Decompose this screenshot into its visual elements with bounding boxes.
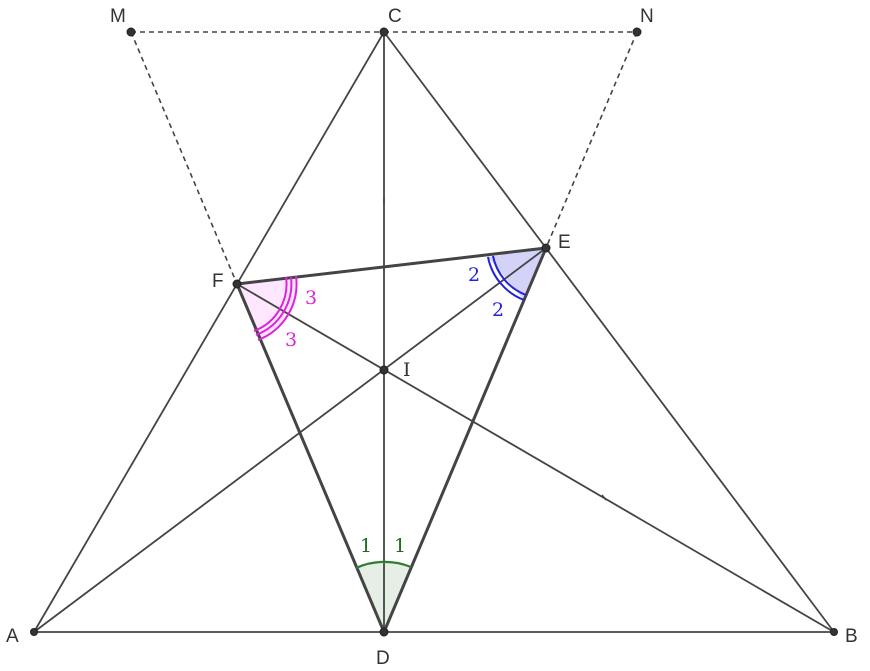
point-E [541, 243, 551, 253]
point-F [232, 279, 242, 289]
segment-FD [235, 283, 386, 633]
main-lines [33, 31, 835, 633]
label-D: D [376, 648, 390, 669]
point-N [632, 27, 642, 37]
label-N: N [640, 6, 654, 27]
segment-AE [33, 247, 547, 633]
label-M: M [110, 6, 126, 27]
dashed-lines [130, 31, 638, 285]
segment-MF [130, 31, 238, 285]
angle-label-F-top: 3 [305, 287, 317, 309]
label-C: C [388, 6, 402, 27]
segment-BF [236, 283, 835, 633]
angle-label-E-bottom: 2 [492, 299, 504, 321]
point-I [379, 365, 389, 375]
label-F: F [212, 271, 224, 292]
triangle-DEF [235, 246, 548, 633]
angle-label-D-right: 1 [394, 535, 406, 557]
label-A: A [6, 626, 19, 647]
angle-label-D-left: 1 [360, 535, 372, 557]
point-M [126, 27, 136, 37]
angle-fill-E [488, 248, 546, 300]
tick-marks [383, 198, 607, 501]
angle-arc-F-mid [255, 276, 293, 336]
angle-arcs-E [487, 255, 527, 301]
point-C [379, 27, 389, 37]
label-E: E [558, 232, 571, 253]
point-D [379, 627, 389, 637]
points [30, 27, 838, 637]
segment-NE [545, 31, 638, 249]
angle-arc-F-inner [253, 276, 288, 332]
angle-arc-E-inner [492, 255, 527, 296]
segment-EF [236, 246, 547, 286]
segment-AC [33, 31, 385, 633]
segment-BC [383, 31, 835, 633]
label-B: B [845, 626, 858, 647]
angle-arc-E-outer [487, 256, 525, 301]
point-A [30, 628, 38, 636]
label-I: I [403, 359, 411, 381]
point-B [830, 628, 838, 636]
angle-arc-D [355, 560, 412, 570]
tick-IB [601, 494, 607, 501]
angle-arcs-F [253, 275, 298, 341]
segment-DE [382, 247, 548, 633]
angle-arc-F-outer [257, 275, 298, 341]
angle-label-E-top: 2 [468, 264, 480, 286]
angle-label-F-bottom: 3 [285, 329, 297, 351]
